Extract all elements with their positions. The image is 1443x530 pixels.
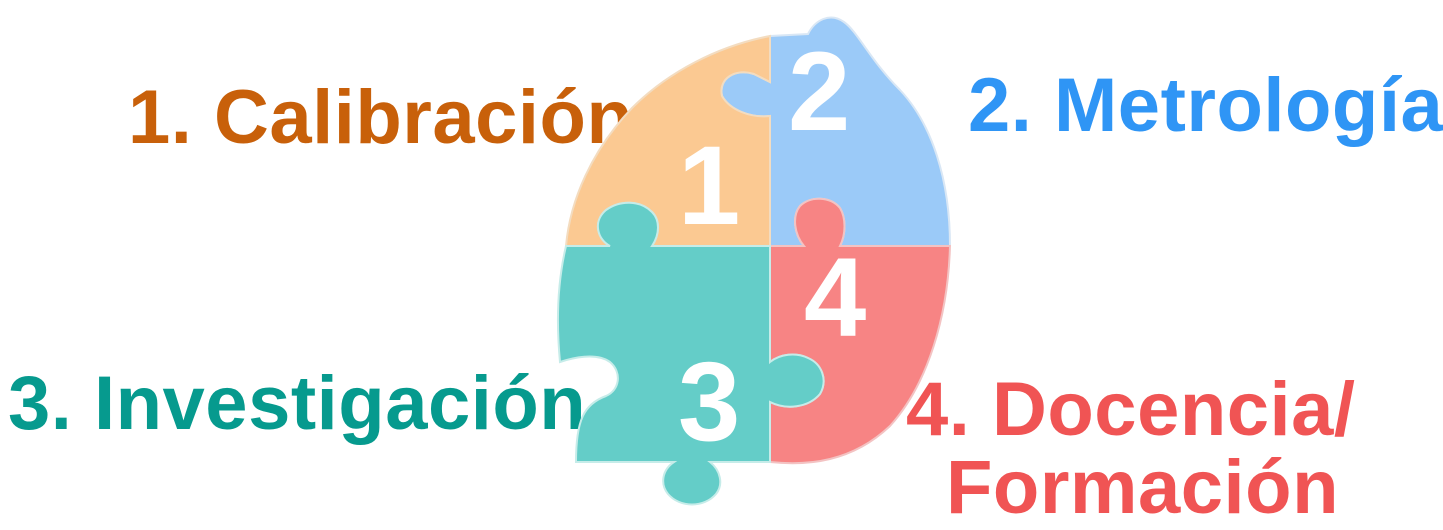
puzzle-brain-graphic: 1 2 3 4	[557, 16, 952, 506]
piece-number-3: 3	[678, 339, 740, 464]
label-metrologia: 2. Metrología	[968, 63, 1443, 148]
piece-number-2: 2	[788, 29, 850, 154]
label-investigacion: 3. Investigación	[8, 361, 587, 446]
label-calibracion: 1. Calibración	[128, 75, 634, 160]
label-docencia: 4. Docencia/	[906, 367, 1356, 452]
piece-number-1: 1	[678, 123, 740, 248]
piece-number-4: 4	[804, 235, 866, 360]
puzzle-piece-3	[557, 201, 825, 506]
label-formacion: Formación	[946, 445, 1339, 530]
